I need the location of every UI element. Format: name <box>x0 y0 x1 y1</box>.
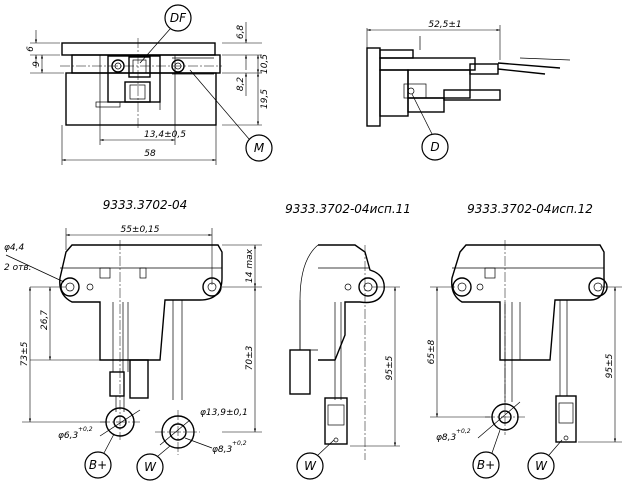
title-variant-12: 9333.3702-04исп.12 <box>467 202 593 216</box>
title-variant-04: 9333.3702-04 <box>103 198 188 212</box>
dim-h-73-5: 73±5 <box>20 341 30 366</box>
dim-top-19-5: 19,5 <box>260 89 270 109</box>
variant-12-callouts: B+ W <box>472 429 563 480</box>
dim-h-95-5-a: 95±5 <box>385 355 395 380</box>
dim-ring-13-9: φ13,9±0,1 <box>200 408 248 418</box>
dim-top-10-5: 10,5 <box>260 54 270 74</box>
dim-ring-8-3-b-tol: +0,2 <box>456 428 471 435</box>
variant-04-dimensions: 55±0,15 φ4,4 2 отв. 14 max 26,7 73±5 70±… <box>4 225 262 455</box>
dim-h-65-8: 65±8 <box>427 339 437 364</box>
d-label: D <box>430 140 439 154</box>
df-label: DF <box>170 11 187 25</box>
dim-hole-count: 2 отв. <box>4 263 32 273</box>
dim-h-26-7: 26,7 <box>40 310 50 330</box>
dim-top-9: 9 <box>32 61 42 67</box>
dim-ring-8-3-tol: +0,2 <box>232 440 247 447</box>
variant-11-callouts: W <box>296 439 335 480</box>
dim-h-95-5-b: 95±5 <box>605 353 615 378</box>
d-callout: D <box>411 93 449 161</box>
m-callout: M <box>189 69 273 162</box>
side-view <box>366 36 571 127</box>
dim-h-70-3: 70±3 <box>245 345 255 370</box>
dim-ring-8-3: φ8,3 <box>212 445 233 455</box>
b-plus-label-12: B+ <box>477 458 495 472</box>
dim-width-55: 55±0,15 <box>120 225 159 235</box>
dim-ring-6-3: φ6,3 <box>58 431 79 441</box>
b-plus-label-04: B+ <box>89 458 107 472</box>
variant-12-dimensions: 65±8 φ8,3 +0,2 95±5 <box>427 286 622 443</box>
w-label-04: W <box>144 460 157 474</box>
variant-12-view <box>451 240 608 443</box>
variant-04-callouts: B+ W <box>84 433 171 481</box>
side-view-dimensions: 52,5±1 <box>366 20 501 60</box>
dim-h-14max: 14 max <box>245 248 255 283</box>
w-label-11: W <box>304 459 317 473</box>
dim-top-13-4: 13,4±0,5 <box>144 130 186 140</box>
w-label-12: W <box>535 459 548 473</box>
variant-04-view <box>59 240 223 455</box>
front-view <box>60 38 222 128</box>
dim-side-52-5: 52,5±1 <box>428 20 461 30</box>
front-view-dimensions: 6 9 6,8 10,5 8,2 19,5 13,4±0,5 58 <box>26 22 270 165</box>
dim-top-6: 6 <box>26 46 36 52</box>
dim-top-6-8: 6,8 <box>236 25 246 40</box>
dim-hole-dia: φ4,4 <box>4 243 25 253</box>
dim-top-58: 58 <box>144 149 156 159</box>
df-callout: DF <box>139 4 192 64</box>
variant-11-view <box>289 244 385 460</box>
dim-ring-8-3-b: φ8,3 <box>436 433 457 443</box>
variant-11-dimensions: 95±5 <box>350 286 400 447</box>
dim-top-8-2: 8,2 <box>236 77 246 92</box>
title-variant-11: 9333.3702-04исп.11 <box>285 202 411 216</box>
m-label: M <box>254 141 265 155</box>
dim-ring-6-3-tol: +0,2 <box>78 426 93 433</box>
